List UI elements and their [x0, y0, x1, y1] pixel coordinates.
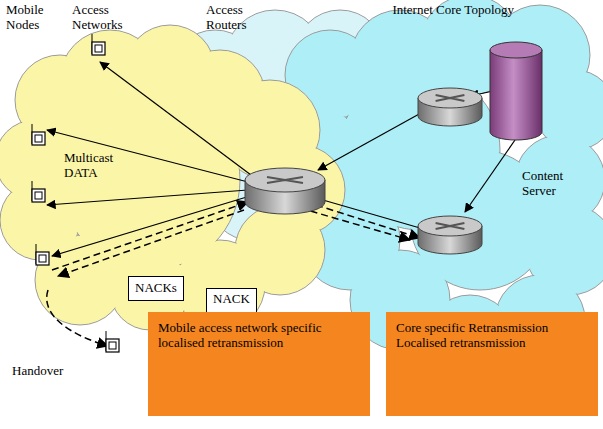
node-text: NACKs: [135, 280, 177, 295]
data-arrow: [316, 198, 420, 228]
mobile-nodes-label: Mobile Nodes: [6, 2, 56, 32]
data-arrow: [47, 130, 248, 182]
router-icon: [418, 88, 482, 126]
data-arrow: [52, 196, 250, 256]
data-arrow: [465, 140, 515, 212]
mobile-node-icon: [92, 34, 105, 55]
handover-label: Handover: [12, 363, 92, 378]
multicast-data-label: Multicast DATA: [64, 150, 126, 180]
node-text: Mobile access network specific localised…: [158, 320, 360, 350]
data-arrow: [100, 62, 255, 178]
node-text: NACK: [213, 291, 250, 306]
nack-arrow: [58, 210, 244, 276]
handover-arrow: [47, 290, 108, 346]
retransmission-box: Mobile access network specific localised…: [148, 312, 370, 416]
nack-arrow: [52, 202, 248, 270]
access-networks-label: Access Networks: [72, 2, 136, 32]
nack-arrow: [300, 208, 410, 240]
router-icon: [418, 216, 482, 254]
mobile-node-icon: [36, 244, 49, 265]
access-routers-label: Access Routers: [206, 2, 270, 32]
retransmission-box: Core specific Retransmission Localised r…: [386, 312, 598, 416]
cloud-region: [0, 25, 345, 330]
nack-arrow: [316, 205, 420, 238]
data-arrow: [318, 108, 430, 170]
content-server: Content Server: [484, 40, 594, 210]
router-icon: [245, 168, 325, 214]
data-arrow: [47, 190, 248, 205]
server-cylinder: [486, 40, 546, 150]
core-topology-label: Internet Core Topology: [364, 2, 514, 17]
node-text: Content Server: [522, 168, 578, 198]
mobile-node-icon: [106, 331, 119, 352]
node-text: Core specific Retransmission Localised r…: [396, 320, 588, 350]
nack-box: NACKs: [128, 276, 184, 301]
mobile-node-icon: [32, 181, 45, 202]
mobile-node-icon: [32, 124, 45, 145]
